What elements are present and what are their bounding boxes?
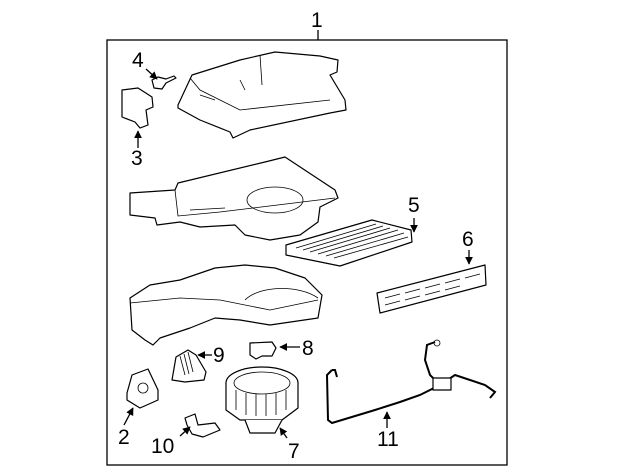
part-5-cabin-filter [285,219,413,267]
callout-8: 8 [302,337,314,360]
callout-11: 11 [377,428,399,451]
assembly-frame [106,39,508,466]
callout-1: 1 [311,9,323,32]
upper-case-part [177,51,347,139]
callout-10: 10 [151,435,174,458]
callout-2: 2 [118,426,130,449]
part-2-module [126,368,159,409]
part-6-filter-cover [376,264,487,314]
callout-7: 7 [288,440,300,463]
part-4-connector [151,75,177,90]
callout-3: 3 [131,147,143,170]
callout-6: 6 [462,228,474,251]
part-10-connector [184,413,221,438]
lower-case-part [129,264,323,346]
part-11-wire-harness [325,339,497,425]
middle-case-part [129,156,339,241]
part-7-blower-motor [225,366,299,434]
callout-9: 9 [213,344,225,367]
part-3-actuator [121,87,154,129]
callout-5: 5 [408,194,420,217]
callout-4: 4 [132,49,144,72]
part-8-sensor [249,341,277,360]
